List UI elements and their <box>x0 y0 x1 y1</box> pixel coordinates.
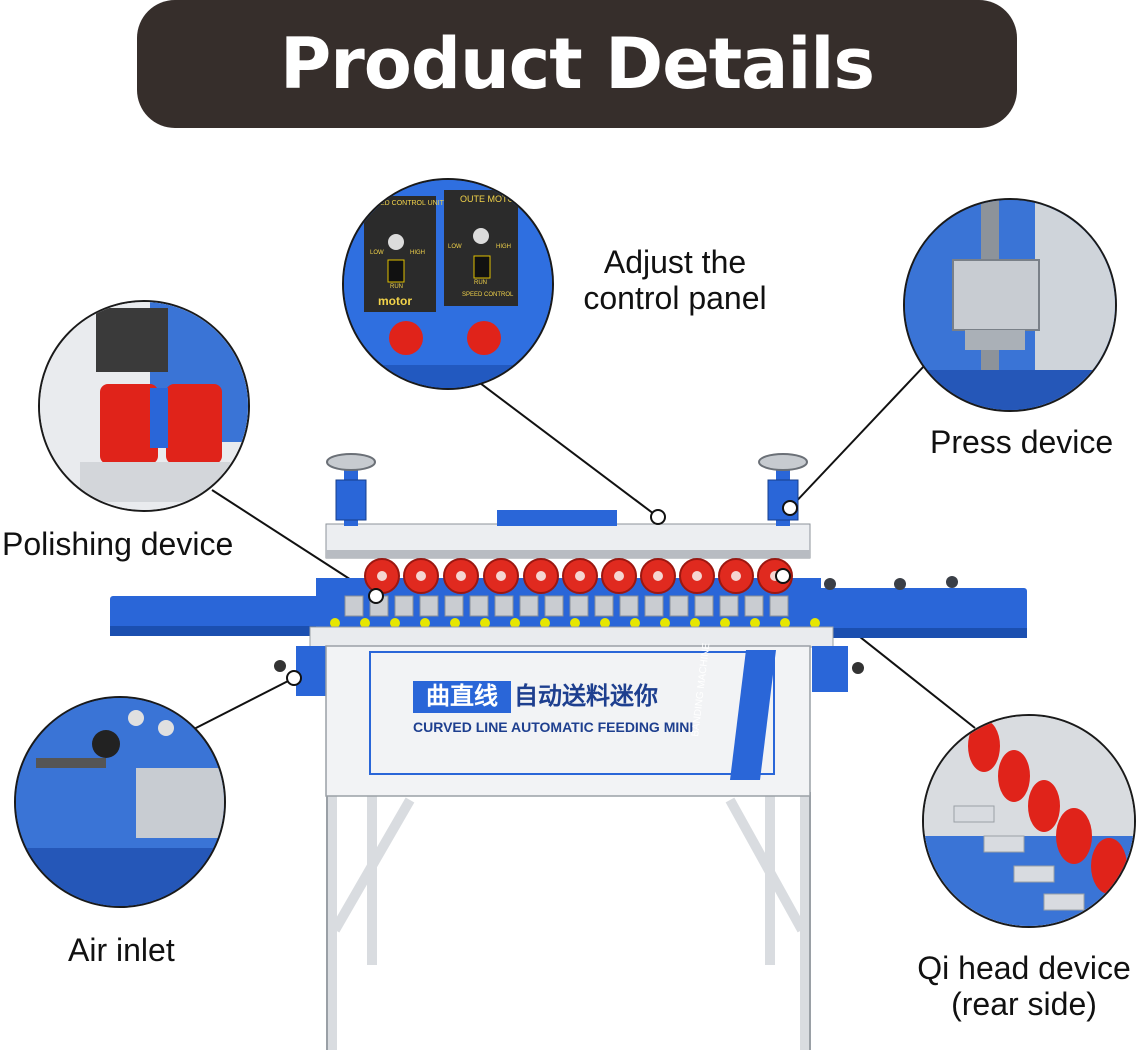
cp-right-high: HIGH <box>496 244 511 250</box>
right-side-table <box>812 588 1027 638</box>
right-bracket <box>812 646 848 692</box>
cp-left-brand: motor <box>378 294 412 308</box>
cp-right-run: RUN <box>474 280 487 286</box>
banner-title: Product Details <box>279 23 875 105</box>
machine-legs <box>327 792 810 1050</box>
leader-press-device <box>789 364 926 509</box>
header-banner: Product Details <box>137 0 1017 128</box>
label-polishing-device: Polishing device <box>2 526 234 562</box>
cp-left-header: SPEED CONTROL UNIT <box>366 200 444 207</box>
label-qi-head-line2: (rear side) <box>951 986 1097 1022</box>
anchor-control-panel <box>650 509 666 525</box>
label-qi-head-line1: Qi head device <box>917 950 1131 986</box>
anchor-air-inlet <box>286 670 302 686</box>
red-rollers <box>364 558 793 594</box>
zoom-control-panel: SPEED CONTROL UNIT OUTE MOTOR LOW HIGH L… <box>342 178 554 390</box>
anchor-polishing-device <box>368 588 384 604</box>
label-control-panel-line1: Adjust the <box>603 244 747 280</box>
left-handwheel <box>326 453 376 526</box>
cp-right-header: OUTE MOTOR <box>460 194 521 204</box>
cp-left-low: LOW <box>370 250 384 256</box>
anchor-dots <box>286 500 798 686</box>
cp-left-run: RUN <box>390 284 403 290</box>
label-air-inlet: Air inlet <box>68 932 175 968</box>
yellow-guide-dots <box>330 618 820 628</box>
right-handwheel <box>758 453 808 526</box>
label-press-device: Press device <box>930 424 1114 460</box>
machine-brand-cn: 曲直线 <box>426 683 498 710</box>
zoom-press-device <box>903 198 1117 412</box>
conveyor-slats <box>344 595 789 617</box>
anchor-qi-head <box>775 568 791 584</box>
front-rail <box>309 626 834 648</box>
machine-subtitle-en: CURVED LINE AUTOMATIC FEEDING MINI <box>413 719 694 735</box>
label-control-panel-line2: control panel <box>583 280 767 316</box>
anchor-press-device <box>782 500 798 516</box>
leader-control-panel <box>475 379 659 518</box>
cp-left-high: HIGH <box>410 250 425 256</box>
cp-right-footer: SPEED CONTROL <box>462 292 514 298</box>
machine-title-cn: 自动送料迷你 <box>514 683 658 710</box>
zoom-polishing-device <box>38 300 250 512</box>
leader-air-inlet <box>191 677 295 731</box>
zoom-qi-head <box>922 714 1136 928</box>
cp-right-low: LOW <box>448 244 462 250</box>
machine-cabinet <box>325 645 811 797</box>
zoom-air-inlet <box>14 696 226 908</box>
